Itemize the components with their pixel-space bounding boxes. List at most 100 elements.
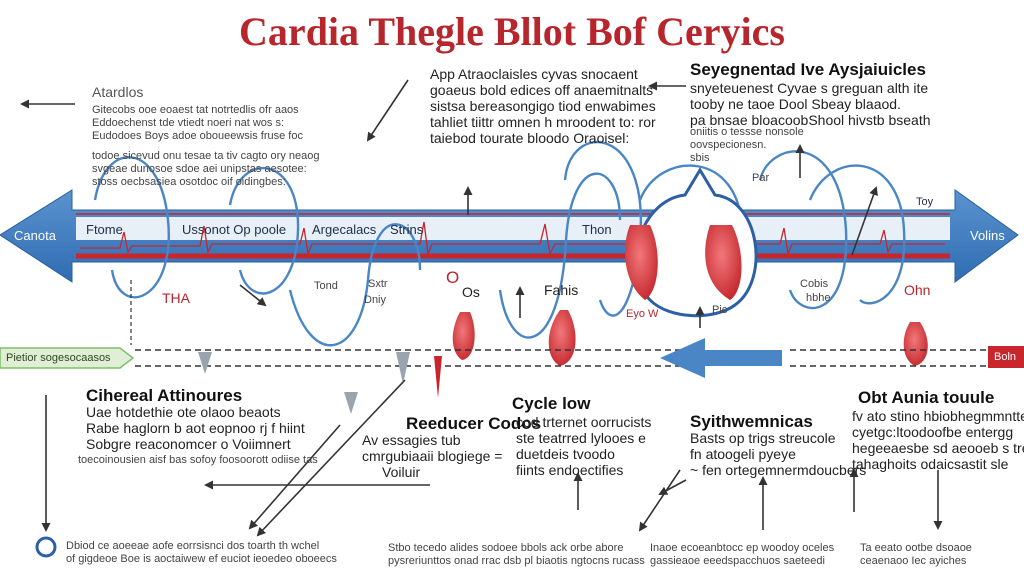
red-marker-arrow [434, 356, 442, 398]
heart-left-chamber [625, 225, 658, 300]
bottom-left-small-line: of gigdeoe Boe is aoctaiwew ef euciot ie… [66, 553, 337, 565]
lower-mid-right-line: fn atoogeli pyeye [690, 446, 796, 462]
lower-left-small: toecoinousien aisf bas sofoy foosoorott … [78, 454, 318, 466]
top-right-line: tooby ne taoe Dool Sbeay blaaod. [690, 96, 901, 112]
diag-arrow-2 [248, 424, 341, 530]
right-red-label: Boln [994, 351, 1017, 363]
lower-mid-right-line: Basts op trigs streucole [690, 430, 836, 446]
top-center-line: tahliet tiittr omnen h mroodent to: ror [430, 114, 656, 130]
top-center-line: sistsa bereasongigo tiod enwabimes [430, 98, 656, 114]
top-right-small-line: oovspecionesn. [690, 139, 767, 151]
top-center-line: goaeus bold edices off anaemitnalts [430, 82, 654, 98]
left-top-line: Eudodoes Boys adoe oboueewsis fruse foc [92, 130, 303, 142]
lower-right-line: hegeeaesbe sd aeooeb s trers [852, 440, 1024, 456]
lower-center-a-line: cmrgubiaaii blogiege = [362, 448, 503, 464]
mid-blue-arrow [660, 338, 782, 378]
label-tha: THA [162, 290, 190, 306]
label-os: Os [462, 284, 480, 300]
lower-mid-right-text: Basts op trigs streucole fn atoogeli pye… [690, 430, 866, 478]
lower-mid-right-line: ~ fen ortegemnermdoucbers [690, 462, 867, 478]
lower-center-b-text: cod trternet oorrucists ste teatrred lyl… [516, 414, 651, 478]
label-eyiw: Eyo W [626, 308, 659, 320]
lower-center-heading-b: Cycle low [512, 394, 591, 413]
organ-drop-3 [903, 322, 928, 366]
lower-center-b-line: ste teatrred lylooes e [516, 430, 646, 446]
lower-left-heading: Cihereal Attinoures [86, 386, 243, 405]
band-label-4: Thon [582, 222, 612, 237]
lower-right-small-line: Ta eeato ootbe dsoaoe [860, 542, 972, 554]
left-top-small: todoe sicevud onu tesae ta tiv cagto ory… [92, 150, 320, 189]
band-label-5: Toy [916, 196, 934, 208]
pressure-waveform [80, 221, 945, 257]
label-ohn: Ohn [904, 282, 931, 298]
band-label-0: Ftome [86, 222, 123, 237]
arrow-up-upper-3 [851, 186, 878, 256]
lower-center-a-line: Av essagies tub [362, 432, 461, 448]
label-pic: Pic [712, 304, 728, 316]
top-center-line: App Atraoclaisles cyvas snocaent [430, 66, 638, 82]
diag-arrow-1 [256, 379, 406, 537]
lower-mid-right-small-line: Inaoe ecoeanbtocc ep woodoy oceles [650, 542, 835, 554]
lower-right-line: fv ato stino hbiobhegmmnttes [852, 408, 1024, 424]
bottom-left-small-line: Dbiod ce aoeeae aofe eorrsisnci dos toar… [66, 540, 320, 552]
label-cobis: Cobis [800, 278, 829, 290]
top-center-arrow [366, 79, 409, 142]
lower-center-small: Stbo tecedo alides sodoee bbols ack orbe… [388, 542, 645, 568]
band-right-label: Volins [970, 228, 1005, 243]
lower-center-b-line: cod trternet oorrucists [516, 414, 652, 430]
label-hbie: hbhe [806, 292, 831, 304]
top-right-small-line: sbis [690, 152, 710, 164]
band-label-2: Argecalacs [312, 222, 377, 237]
band-left-label: Canota [14, 228, 56, 243]
top-right-line: pa bnsae bloacoobShool hivstb bseath [690, 112, 931, 128]
lower-center-heading-a: Reeducer Codos [406, 414, 542, 433]
left-top-small-line: todoe sicevud onu tesae ta tiv cagto ory… [92, 150, 320, 162]
lower-center-b-line: fiints endoectifies [516, 462, 624, 478]
lower-center-a-text: Av essagies tub cmrgubiaaii blogiege = V… [362, 432, 502, 480]
lower-right-line: tahaghoits odaicsastit sle [852, 456, 1009, 472]
page-title: Cardia Thegle Bllot Bof Ceryics [239, 9, 785, 54]
top-right-heading: Seyegnentad Ive Aysjaiuicles [690, 60, 926, 79]
top-right-small-line: oniitis o tessse nonsole [690, 126, 804, 138]
left-green-arrow [0, 347, 135, 369]
diag-arrow-4 [638, 469, 681, 532]
band-label-3: Strins [390, 222, 424, 237]
label-o: O [446, 268, 460, 287]
label-sxtr: Sxtr [368, 278, 388, 290]
diag-arrow-3 [658, 479, 687, 495]
top-right-line: snyeteuenest Cyvae s greguan alth ite [690, 80, 929, 96]
heart-right-chamber [705, 225, 742, 300]
top-right-small: oniitis o tessse nonsole oovspecionesn. … [690, 126, 804, 165]
label-fahis: Fahis [544, 282, 579, 298]
left-green-label: Pietior sogesocaasos [6, 352, 111, 364]
lower-left-line: Sobgre reaconomcer o Voiimnert [86, 436, 291, 452]
left-top-small-line: svgeae dunosoe sdoe aei unipstas aesotee… [92, 163, 307, 175]
lower-center-a-line: Voiluir [382, 464, 421, 480]
right-red-box [988, 346, 1024, 368]
lower-mid-right-heading: Syithwemnicas [690, 412, 813, 431]
lower-center-small-line: pysreriunttos onad rrac dsb pl biaotis n… [388, 555, 645, 567]
lower-mid-right-small: Inaoe ecoeanbtocc ep woodoy oceles gassi… [650, 542, 834, 568]
lower-left-text: Uae hotdethie ote olaoo beaots Rabe hagl… [86, 404, 305, 452]
lower-right-line: cyetgc:ltoodoofbe entergg [852, 424, 1014, 440]
lower-mid-right-small-line: gassieaoe eeedspacchuos saeteedi [650, 555, 825, 567]
lower-left-line: Uae hotdethie ote olaoo beaots [86, 404, 281, 420]
left-top-small-line: stoss oecbsasiea osotdoc oif oidingbes: [92, 176, 286, 188]
band-label-1: Ussonot Op poole [182, 222, 287, 237]
organ-drop-1 [452, 312, 475, 360]
left-top-line: Gitecobs ooe eoaest tat notrtedlis ofr a… [92, 104, 299, 116]
lower-right-heading: Obt Aunia touule [858, 388, 995, 407]
lower-left-line: Rabe haglorn b aot eopnoo rj f hiint [86, 420, 305, 436]
lower-right-small-line: ceaenaoo Iec ayiches [860, 555, 967, 567]
organ-drop-2 [548, 310, 576, 366]
lower-center-small-line: Stbo tecedo alides sodoee bbols ack orbe… [388, 542, 624, 554]
top-center-line: taiebod tourate bloodo Oraoisel: [430, 130, 630, 146]
lower-right-text: fv ato stino hbiobhegmmnttes cyetgc:ltoo… [852, 408, 1024, 472]
gray-down-arrows [198, 352, 410, 414]
dashed-flow-lines [135, 349, 990, 367]
label-pa: Par [752, 172, 770, 184]
arrow-small-lower-1 [239, 284, 267, 307]
left-top-text: Gitecobs ooe eoaest tat notrtedlis ofr a… [92, 104, 303, 143]
lower-center-b-line: duetdeis tvoodo [516, 446, 615, 462]
